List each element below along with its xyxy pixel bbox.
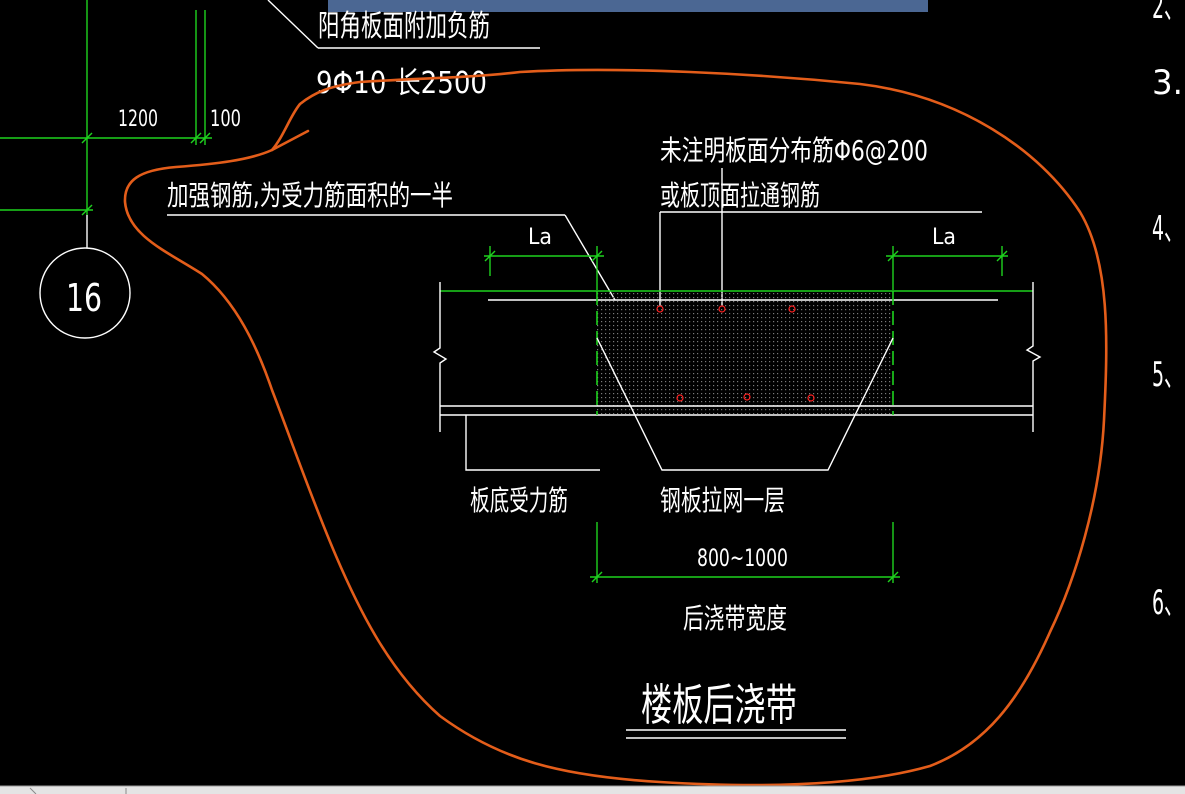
callout-leader: [267, 0, 319, 49]
dim-tick: [591, 571, 603, 583]
rebar-dot-bottom: [743, 393, 751, 401]
side-list-numbers: 2、 3. 4、 5、 6、: [1152, 0, 1183, 623]
slab-section: 板底受力筋 钢板拉网一层: [432, 282, 1042, 517]
distribution-note-callout: 未注明板面分布筋Φ6@200 或板顶面拉通钢筋: [659, 134, 982, 306]
break-line-right: [1025, 282, 1042, 432]
bottom-rebar-leader: [465, 415, 600, 471]
rebar-dot-bottom: [676, 394, 684, 402]
corner-rebar-callout: 阳角板面附加负筋 9Φ10 长2500: [267, 0, 540, 101]
distribution-note-line-1: 未注明板面分布筋Φ6@200: [660, 134, 928, 167]
dim-tick: [887, 571, 899, 583]
steel-mesh-outline: [596, 337, 894, 471]
markup-loop: [123, 68, 1108, 787]
bottom-rebar-label: 板底受力筋: [470, 484, 568, 517]
dim-tick: [484, 250, 496, 262]
markup-tail: [270, 129, 310, 152]
axis-bubble-label: 16: [66, 276, 102, 320]
toolbar-strip[interactable]: [328, 0, 928, 12]
steel-mesh-label: 钢板拉网一层: [660, 484, 785, 517]
dim-tick: [190, 132, 202, 144]
dim-label-1200: 1200: [118, 107, 158, 132]
rebar-dot-top: [788, 305, 796, 313]
side-number: 3.: [1152, 63, 1183, 103]
band-width-label: 后浇带宽度: [683, 602, 787, 635]
axis-grid-dimensions: 1200 100 16: [0, 0, 241, 339]
status-strip-mark: [29, 787, 37, 794]
band-width-dim-label: 800~1000: [697, 544, 788, 572]
la-left-label: La: [528, 225, 552, 250]
side-number: 2、: [1152, 0, 1183, 27]
rebar-dot-top: [656, 305, 664, 313]
dim-label-100: 100: [210, 107, 241, 132]
status-strip: [0, 785, 1185, 794]
status-strip-bg: [0, 786, 1185, 794]
side-number: 6、: [1152, 583, 1183, 623]
post-pour-hatch: [597, 293, 893, 414]
dim-tick: [81, 132, 93, 144]
drawing-title-block: 楼板后浇带: [626, 680, 846, 739]
rebar-dot-top: [718, 305, 726, 313]
freehand-markup: [123, 68, 1108, 787]
side-number: 5、: [1152, 355, 1183, 395]
dim-tick: [81, 204, 93, 216]
dim-tick: [591, 250, 603, 262]
side-number: 4、: [1152, 209, 1183, 249]
note-leader: [564, 214, 616, 301]
distribution-note-line-2: 或板顶面拉通钢筋: [660, 179, 820, 212]
dim-tick: [996, 250, 1008, 262]
band-width-dimension: 800~1000 后浇带宽度: [590, 522, 900, 635]
corner-rebar-spec: 9Φ10 长2500: [316, 66, 487, 101]
break-line-left: [432, 282, 448, 432]
rebar-dot-bottom: [807, 394, 815, 402]
axis-bubble: [39, 247, 131, 339]
dim-tick: [887, 250, 899, 262]
la-dimensions: La La: [484, 225, 1008, 290]
corner-rebar-title: 阳角板面附加负筋: [318, 9, 490, 44]
reinforcing-note-callout: 加强钢筋,为受力筋面积的一半: [167, 179, 616, 301]
reinforcing-note: 加强钢筋,为受力筋面积的一半: [167, 179, 453, 212]
drawing-title: 楼板后浇带: [641, 680, 797, 731]
dim-tick: [199, 132, 211, 144]
la-right-label: La: [932, 225, 956, 250]
